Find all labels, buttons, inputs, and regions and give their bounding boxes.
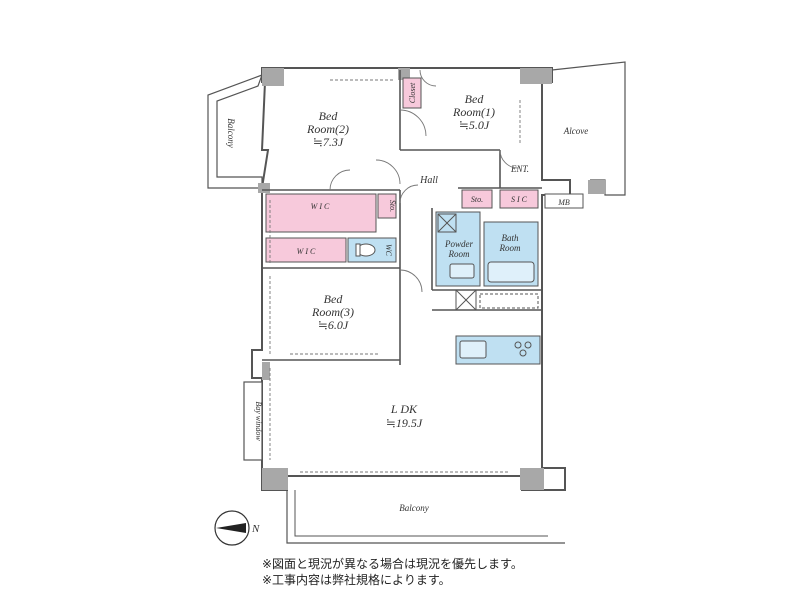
note-line-1: ※図面と現況が異なる場合は現況を優先します。 (262, 557, 523, 571)
mb-label: MB (557, 198, 570, 207)
wic-lower-label: W I C (297, 247, 316, 256)
bed3-size: ≒6.0J (318, 318, 349, 332)
hall-label: Hall (419, 175, 438, 186)
bottom-balcony-outline (286, 490, 565, 544)
wic-lower-box (265, 237, 347, 263)
sto-left-box (377, 193, 397, 219)
compass-icon (214, 510, 250, 546)
balcony-left-label: Balcony (226, 118, 236, 148)
sto-hall-box (461, 189, 493, 209)
wc-label: WC (384, 244, 393, 257)
outer-wall (251, 67, 571, 491)
bed3-name: Room(3) (311, 305, 354, 319)
bay-window-box (243, 381, 263, 461)
bed1-title: Bed (465, 92, 485, 106)
balcony-bottom-label: Balcony (399, 503, 429, 513)
bottom-balcony-inner (294, 490, 548, 537)
toilet-fixture (355, 243, 376, 257)
sic-label: S I C (511, 195, 528, 204)
sliding-doors (269, 79, 521, 473)
closet-box (402, 77, 422, 109)
note-line-2: ※工事内容は弊社規格によります。 (262, 573, 451, 587)
wic-upper-box (265, 193, 377, 233)
wic-upper-label: W I C (311, 202, 330, 211)
mb-box (544, 193, 584, 209)
bed3-title: Bed (324, 292, 344, 306)
bed1-size: ≒5.0J (459, 118, 490, 132)
compass-label: N (251, 523, 260, 535)
washer-space (437, 213, 539, 311)
bathtub (487, 261, 535, 283)
ldk-size: ≒19.5J (386, 416, 423, 430)
door-swings (329, 69, 519, 293)
sto-left-label: Sto. (388, 200, 397, 212)
alcove-label: Alcove (563, 126, 588, 136)
bay-window-label: Bay window (254, 401, 263, 441)
bed2-name: Room(2) (306, 122, 349, 136)
stove-burners (514, 341, 532, 357)
kitchen-sink (459, 340, 487, 359)
powder-line1: Powder (444, 239, 473, 249)
bed2-title: Bed (319, 109, 339, 123)
left-balcony-outline (207, 73, 264, 189)
interior-walls (262, 70, 542, 365)
ldk-name: L DK (390, 402, 418, 416)
sto-hall-label: Sto. (471, 195, 483, 204)
powder-sink (449, 263, 475, 279)
bed1-name: Room(1) (452, 105, 495, 119)
wall-blocks (258, 68, 606, 490)
closet-label: Closet (408, 82, 417, 103)
bed2-size: ≒7.3J (313, 135, 344, 149)
powder-line2: Room (448, 249, 470, 259)
entrance-label: ENT. (510, 164, 529, 174)
bath-line1: Bath (502, 233, 519, 243)
sic-box (499, 189, 539, 209)
bath-line2: Room (499, 243, 521, 253)
